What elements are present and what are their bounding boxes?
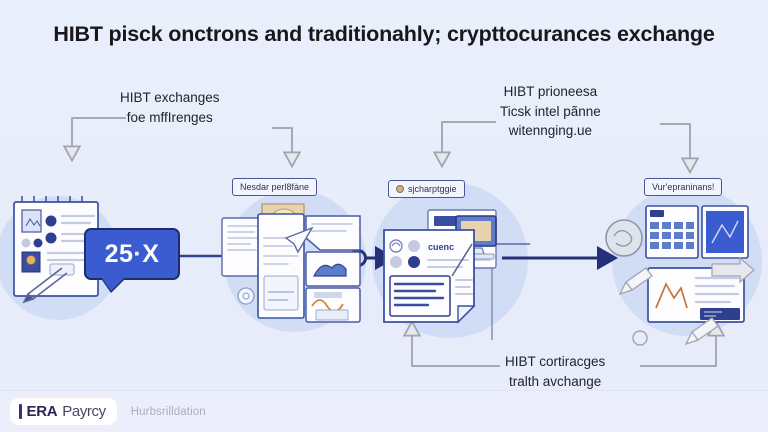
chip-stage-4[interactable]: Vur'epraninans! xyxy=(644,178,723,196)
elbow-arrow-top-left xyxy=(72,117,126,152)
callout-line: foe mffIrenges xyxy=(126,109,213,125)
callout-line: Ticsk intel pãnne xyxy=(500,103,601,119)
chip-label: Nesdar perl8fàne xyxy=(240,182,310,192)
chip-label: Vur'epraninans! xyxy=(652,182,715,192)
background-blob-4 xyxy=(612,186,762,336)
logo-mark-icon xyxy=(19,404,22,419)
logo-secondary-text: Payrcy xyxy=(62,403,106,420)
coin-icon xyxy=(396,185,404,193)
callout-label-top-left: HIBT exchanges foe mffIrenges xyxy=(120,88,220,127)
multiplier-badge: 25·X xyxy=(84,228,180,280)
logo-primary-text: ERA xyxy=(26,403,58,420)
callout-line: HIBT cortiracges xyxy=(505,354,606,369)
elbow-arrow-top-right xyxy=(660,123,690,164)
chip-stage-2[interactable]: Nesdar perl8fàne xyxy=(232,178,318,196)
callout-line: tralth avchange xyxy=(508,373,602,389)
chip-stage-3[interactable]: sjcharptggie xyxy=(388,180,465,198)
elbow-arrow-top-mid-left xyxy=(272,127,292,158)
page-title: HIBT pisck onctrons and traditionahly; c… xyxy=(53,22,715,46)
footer-note: Hurbsrilldation xyxy=(130,405,206,418)
elbow-arrow-top-mid-right xyxy=(442,121,496,158)
background-blob-3 xyxy=(372,182,528,338)
callout-line: witennging.ue xyxy=(508,123,593,139)
brand-logo[interactable]: ERA Payrcy xyxy=(10,398,117,425)
multiplier-badge-text: 25·X xyxy=(104,239,160,268)
chip-label: sjcharptggie xyxy=(408,184,457,194)
footer-bar: ERA Payrcy Hurbsrilldation xyxy=(0,390,768,432)
callout-label-top-right: HIBT prioneesa Ticsk intel pãnne witenng… xyxy=(500,82,601,141)
callout-line: HIBT prioneesa xyxy=(503,84,598,99)
background-blob-2 xyxy=(224,190,366,332)
callout-label-bottom-right: HIBT cortiracges tralth avchange xyxy=(505,352,605,391)
callout-line: HIBT exchanges xyxy=(120,90,220,105)
